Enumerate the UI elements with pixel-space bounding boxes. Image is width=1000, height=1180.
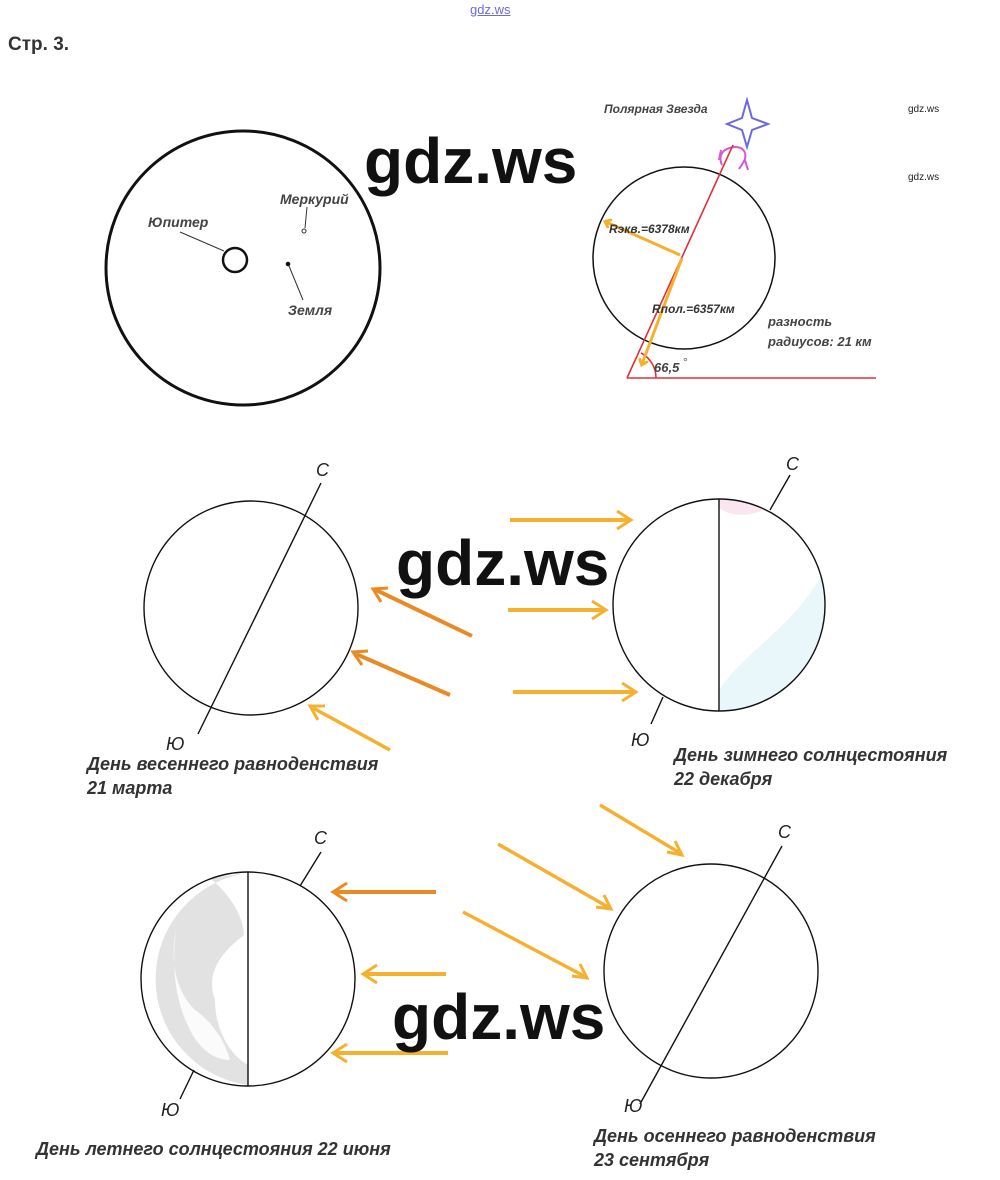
- summer-caption-line1: День летнего солнцестояния 22 июня: [36, 1139, 391, 1159]
- equatorial-radius-arrow: [606, 222, 681, 257]
- spring-caption-line1: День весеннего равноденствия: [87, 754, 379, 774]
- autumn-caption-line2: 23 сентября: [594, 1150, 710, 1170]
- solar-system-figure: [104, 129, 382, 407]
- earth-dot: [285, 261, 291, 267]
- watermark-large-1: gdz.ws: [364, 125, 578, 197]
- spring-south-label: Ю: [166, 734, 185, 754]
- winter-north-label: С: [786, 454, 799, 474]
- winter-caption-line1: День зимнего солнцестояния: [674, 745, 948, 765]
- earth-radii-figure: [592, 96, 876, 379]
- winter-south-tick: [650, 696, 664, 725]
- difference-label-line2: радиусов: 21 км: [768, 334, 872, 349]
- autumn-arrow-3: [462, 910, 585, 978]
- autumn-arrow-2: [497, 842, 609, 909]
- jupiter-label: Юпитер: [148, 214, 209, 230]
- spring-equinox-globe: [143, 482, 473, 752]
- earth-leader-line: [288, 265, 304, 301]
- page-label: Стр. 3.: [8, 34, 70, 55]
- autumn-north-label: С: [778, 822, 791, 842]
- jupiter-leader-line: [179, 231, 225, 252]
- polaris-star-icon: [724, 96, 771, 151]
- winter-south-label: Ю: [631, 730, 650, 750]
- winter-north-tick: [769, 474, 791, 511]
- mercury-label: Меркурий: [280, 191, 349, 207]
- spring-arrow-3: [312, 706, 391, 752]
- summer-solstice-globe: [140, 851, 448, 1100]
- winter-caption-line2: 22 декабря: [674, 769, 773, 789]
- orbit-circle: [104, 129, 382, 407]
- angle-label: 66,5: [654, 360, 680, 375]
- polar-radius-label: Rпол.=6357км: [652, 302, 735, 316]
- autumn-arrow-1: [599, 803, 681, 855]
- degree-mark: °: [683, 355, 688, 369]
- angle-arc: [640, 352, 657, 379]
- spring-north-label: С: [316, 460, 329, 480]
- equatorial-radius-label: Rэкв.=6378км: [609, 222, 690, 236]
- earth-ellipse: [592, 166, 776, 350]
- summer-north-label: С: [314, 828, 327, 848]
- summer-south-label: Ю: [161, 1100, 180, 1120]
- polaris-label: Полярная Звезда: [604, 102, 708, 116]
- earth-label: Земля: [288, 302, 333, 318]
- summer-south-tick: [179, 1069, 195, 1100]
- top-watermark-link[interactable]: gdz.ws: [470, 2, 511, 17]
- mercury-leader-line: [304, 206, 308, 229]
- jupiter-dot: [221, 246, 249, 274]
- small-watermark-1: gdz.ws: [908, 104, 940, 115]
- polar-radius-arrow: [642, 257, 684, 364]
- spring-axis-line: [197, 482, 322, 735]
- winter-solstice-globe: [508, 474, 827, 725]
- autumn-caption-line1: День осеннего равноденствия: [594, 1126, 876, 1146]
- summer-north-tick: [299, 851, 322, 887]
- difference-label-line1: разность: [768, 314, 833, 329]
- spring-arrow-2: [355, 652, 451, 697]
- autumn-south-label: Ю: [624, 1096, 643, 1116]
- small-watermark-2: gdz.ws: [908, 172, 940, 183]
- rotation-arrow-icon: [719, 145, 747, 166]
- spring-arrow-1: [375, 588, 473, 638]
- watermark-large-3: gdz.ws: [392, 981, 606, 1053]
- mercury-dot: [301, 228, 307, 234]
- autumn-axis-line: [639, 845, 783, 1105]
- spring-caption-line2: 21 марта: [87, 778, 173, 798]
- watermark-large-2: gdz.ws: [396, 527, 610, 599]
- autumn-equinox-globe: [462, 803, 819, 1105]
